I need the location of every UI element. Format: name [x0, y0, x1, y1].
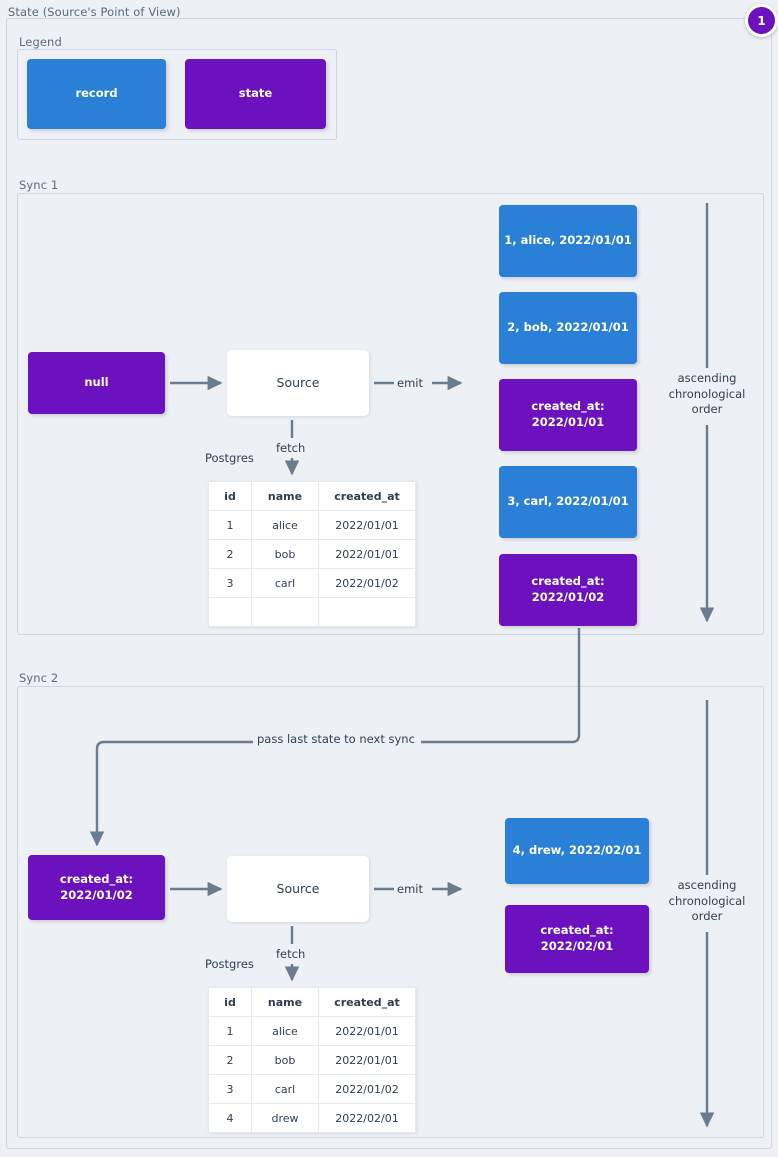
sync2-fetch-label: fetch [276, 947, 306, 961]
sync1-postgres-table: id name created_at 1 alice 2022/01/01 2 … [208, 481, 416, 627]
sync2-emit-label: emit [397, 882, 423, 896]
cell-created-at: 2022/01/01 [318, 1016, 416, 1046]
sync1-emitted-record-3: 3, carl, 2022/01/01 [499, 466, 637, 538]
cell-id: 2 [208, 1045, 252, 1075]
sync1-source-node: Source [227, 350, 369, 416]
table-row: 1 alice 2022/01/01 [208, 1016, 416, 1046]
cell-name: carl [251, 568, 319, 598]
cell-id: 2 [208, 539, 252, 569]
cell-id: 4 [208, 1103, 252, 1133]
cell-id [208, 597, 252, 627]
sync1-input-state-node: null [28, 352, 165, 414]
sync2-database-label: Postgres [205, 957, 254, 971]
sync2-emitted-record-1: 4, drew, 2022/02/01 [505, 818, 649, 884]
legend-swatch-state: state [185, 59, 326, 129]
sync1-title: Sync 1 [19, 178, 59, 192]
cell-name: alice [251, 1016, 319, 1046]
cell-created-at: 2022/02/01 [318, 1103, 416, 1133]
step-badge-number: 1 [745, 4, 778, 37]
column-header-created-at: created_at [318, 987, 416, 1017]
cell-id: 1 [208, 510, 252, 540]
step-badge[interactable]: 1 [745, 4, 778, 37]
cell-created-at: 2022/01/02 [318, 1074, 416, 1104]
table-row: 2 bob 2022/01/01 [208, 1045, 416, 1075]
cell-created-at: 2022/01/02 [318, 568, 416, 598]
column-header-created-at: created_at [318, 481, 416, 511]
sync1-order-note: ascending chronological order [668, 371, 746, 417]
sync1-emitted-record-2: 2, bob, 2022/01/01 [499, 292, 637, 364]
cell-id: 1 [208, 1016, 252, 1046]
table-header-row: id name created_at [208, 987, 416, 1017]
sync2-postgres-table: id name created_at 1 alice 2022/01/01 2 … [208, 987, 416, 1133]
sync2-input-state-node: created_at: 2022/01/02 [28, 855, 165, 920]
column-header-name: name [251, 987, 319, 1017]
sync2-source-node: Source [227, 856, 369, 922]
sync1-emitted-state-2: created_at: 2022/01/02 [499, 554, 637, 626]
column-header-id: id [208, 481, 252, 511]
cell-created-at: 2022/01/01 [318, 1045, 416, 1075]
table-row: 2 bob 2022/01/01 [208, 539, 416, 569]
cell-name: alice [251, 510, 319, 540]
cell-name: drew [251, 1103, 319, 1133]
sync2-order-note: ascending chronological order [668, 878, 746, 924]
sync2-title: Sync 2 [19, 671, 59, 685]
sync1-emitted-state-1: created_at: 2022/01/01 [499, 379, 637, 451]
legend-frame [17, 49, 337, 140]
table-row: 3 carl 2022/01/02 [208, 1074, 416, 1104]
pass-state-label: pass last state to next sync [257, 732, 415, 746]
sync1-database-label: Postgres [205, 451, 254, 465]
cell-name: bob [251, 1045, 319, 1075]
legend-title: Legend [19, 35, 62, 49]
sync1-fetch-label: fetch [276, 441, 306, 455]
cell-id: 3 [208, 568, 252, 598]
cell-name: bob [251, 539, 319, 569]
legend-swatch-record: record [27, 59, 166, 129]
cell-created-at: 2022/01/01 [318, 539, 416, 569]
column-header-name: name [251, 481, 319, 511]
diagram-title: State (Source's Point of View) [8, 5, 181, 19]
cell-name: carl [251, 1074, 319, 1104]
diagram-outer-frame [6, 18, 772, 1149]
sync1-emit-label: emit [397, 376, 423, 390]
table-header-row: id name created_at [208, 481, 416, 511]
sync1-frame [17, 193, 764, 635]
column-header-id: id [208, 987, 252, 1017]
sync2-frame [17, 686, 764, 1138]
sync2-emitted-state-1: created_at: 2022/02/01 [505, 905, 649, 973]
table-row: 4 drew 2022/02/01 [208, 1103, 416, 1133]
table-row [208, 597, 416, 627]
cell-created-at [318, 597, 416, 627]
sync1-emitted-record-1: 1, alice, 2022/01/01 [499, 205, 637, 277]
cell-name [251, 597, 319, 627]
table-row: 3 carl 2022/01/02 [208, 568, 416, 598]
cell-id: 3 [208, 1074, 252, 1104]
cell-created-at: 2022/01/01 [318, 510, 416, 540]
table-row: 1 alice 2022/01/01 [208, 510, 416, 540]
